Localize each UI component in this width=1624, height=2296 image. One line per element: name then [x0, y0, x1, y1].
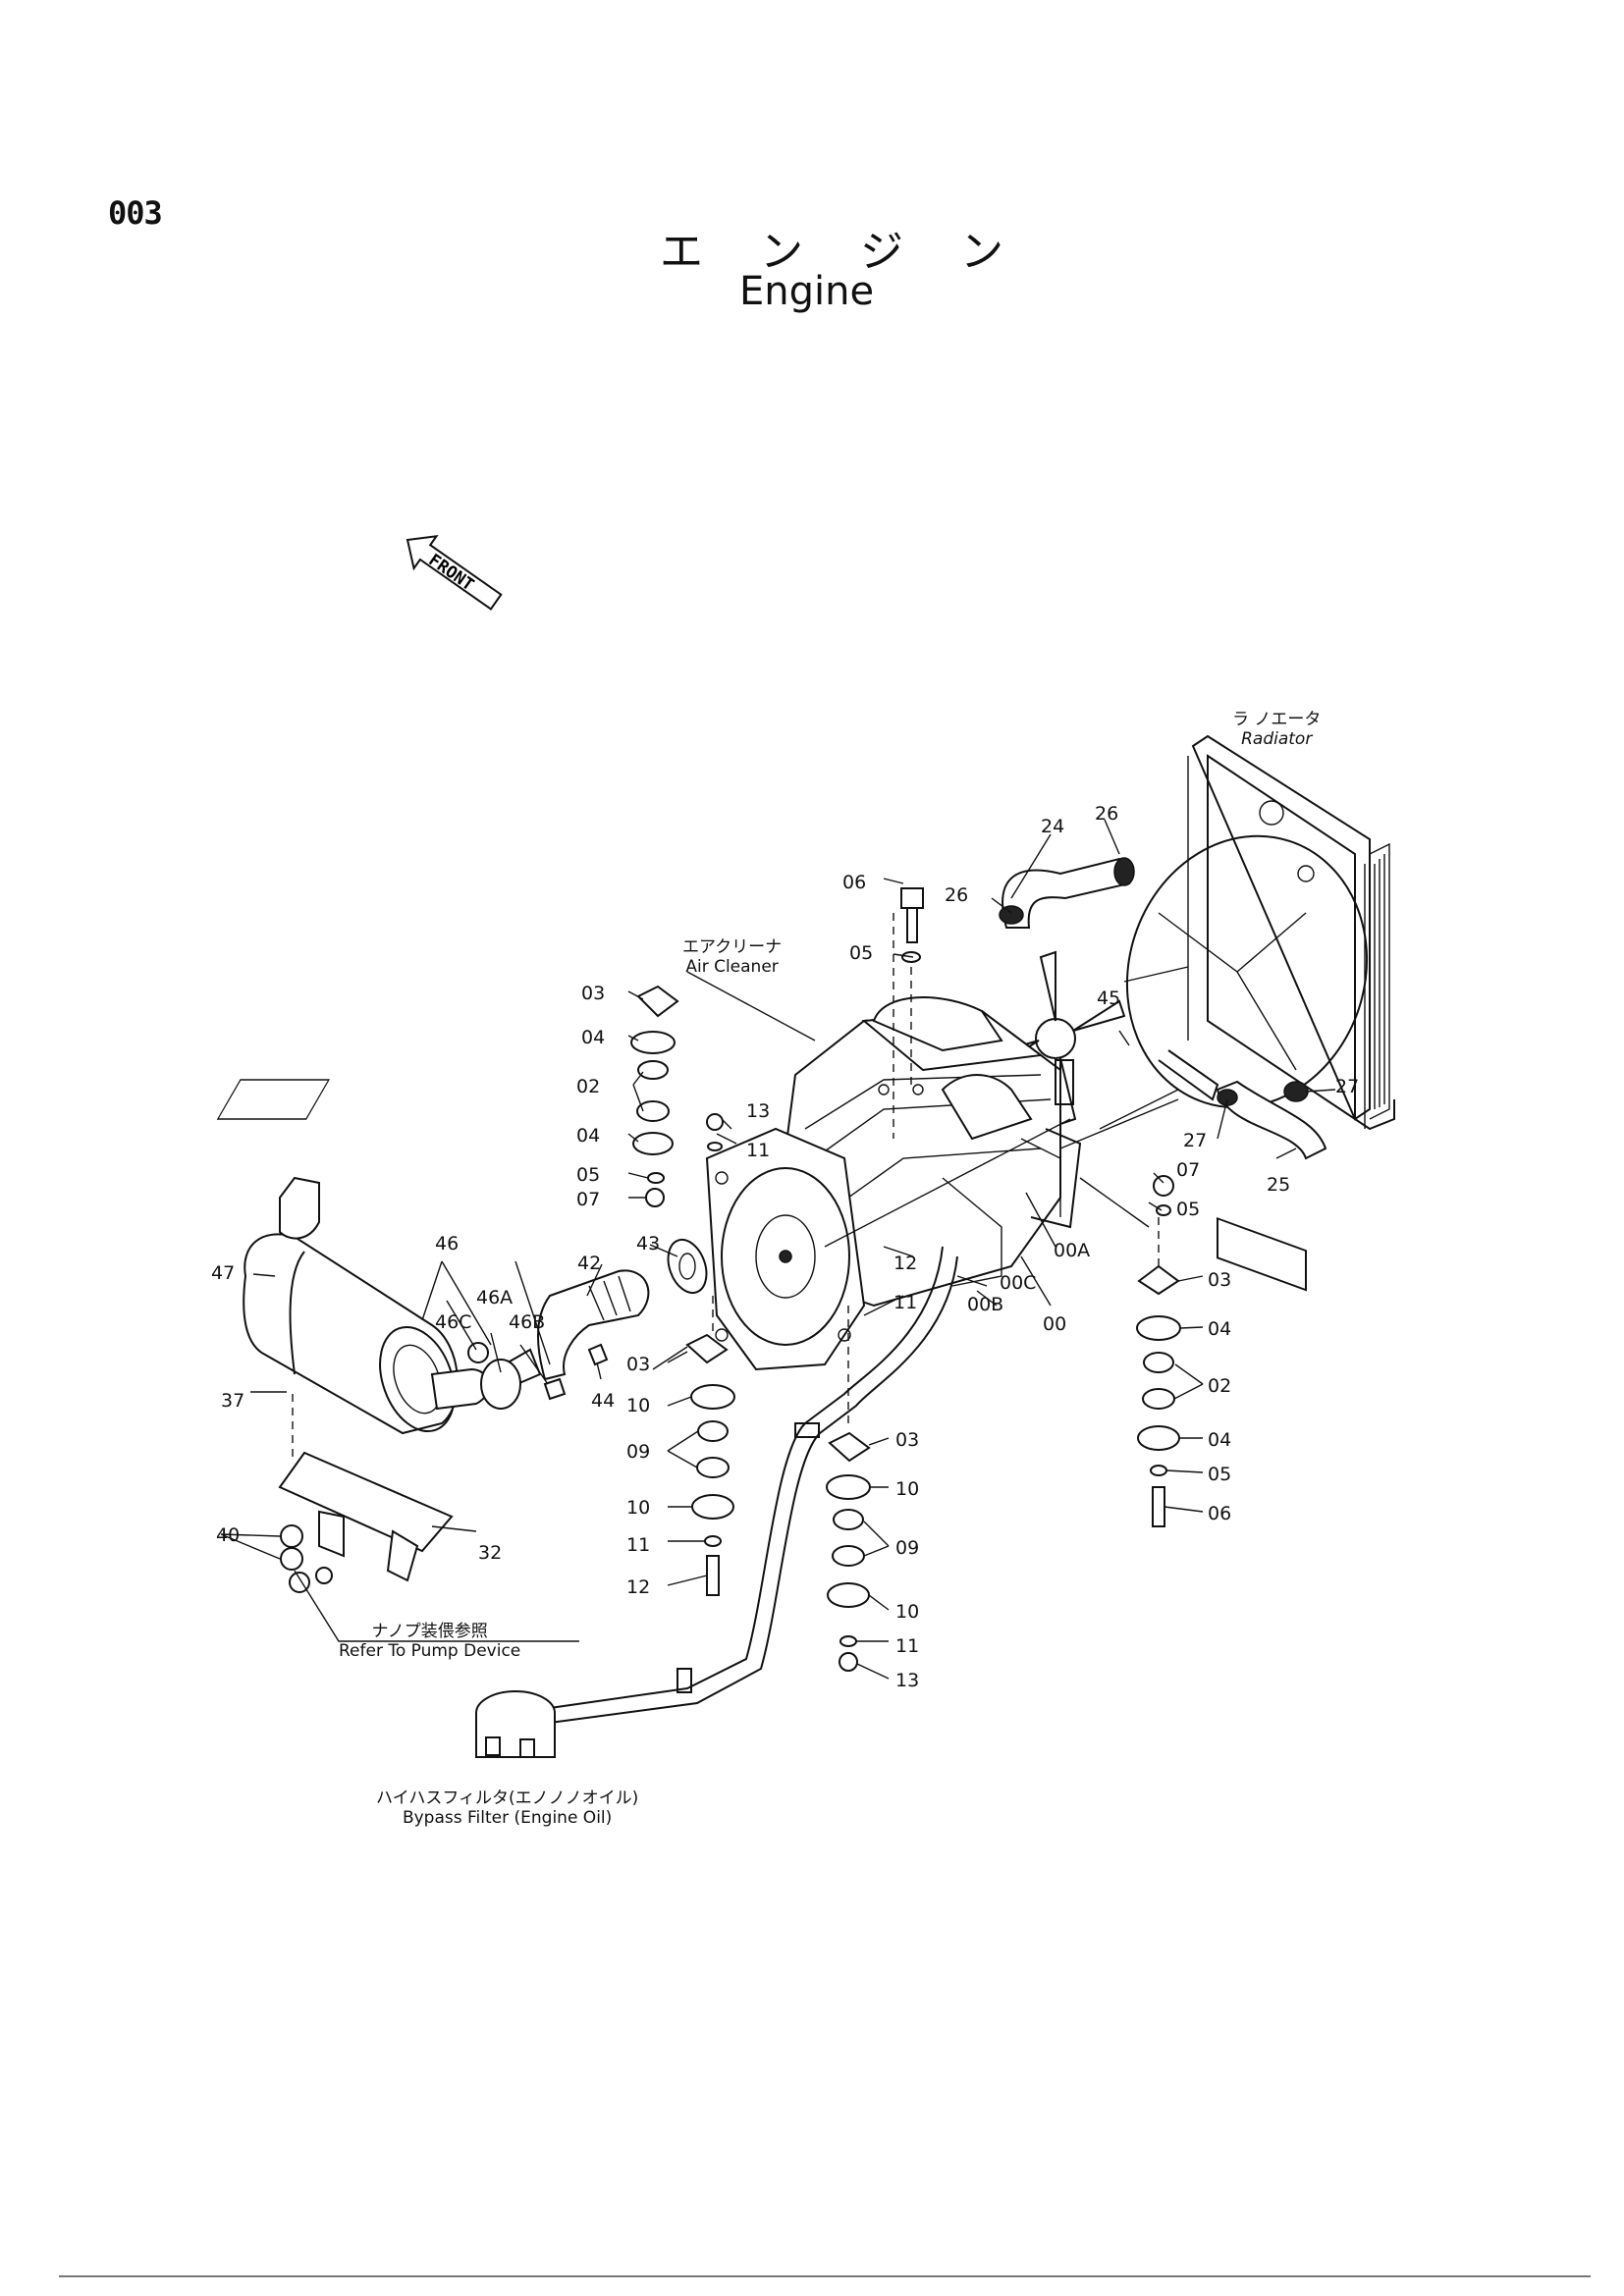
pump-ref-caption: ナノプ装偎参照 Refer To Pump Device	[339, 1622, 520, 1662]
callout-42: 42	[577, 1253, 602, 1274]
callout-04-upper-left-2: 04	[576, 1125, 601, 1147]
callout-00a: 00A	[1054, 1240, 1091, 1261]
callout-13-lower-right: 13	[895, 1670, 920, 1691]
front-label: FRONT	[425, 551, 477, 596]
flywheel-housing	[705, 1127, 866, 1371]
callout-07-upper-left: 07	[576, 1189, 601, 1210]
clamp-46	[467, 1342, 567, 1410]
callout-05-right-2: 05	[1208, 1464, 1232, 1485]
callout-27-left: 27	[1183, 1130, 1208, 1151]
callout-10-lower-left: 10	[626, 1395, 651, 1416]
title-japanese: エ ン ジ ン	[660, 227, 1025, 277]
exhaust-pipe	[537, 1238, 708, 1381]
callout-46: 46	[435, 1233, 460, 1255]
callout-09-lower-left: 09	[626, 1441, 651, 1463]
callout-13-upper: 13	[746, 1100, 771, 1122]
muffler	[243, 1176, 490, 1435]
callout-07-right: 07	[1176, 1159, 1201, 1181]
pump-ref-caption-en: Refer To Pump Device	[339, 1641, 521, 1662]
leader-lines	[220, 819, 1336, 1680]
callout-45: 45	[1097, 988, 1121, 1009]
mount-stack-lower	[685, 1296, 871, 1672]
callout-04-right-2: 04	[1208, 1429, 1232, 1451]
callout-11-upper: 11	[746, 1140, 771, 1161]
callout-46c: 46C	[435, 1311, 472, 1333]
mount-stack-left-upper	[630, 887, 924, 1207]
page-number: 003	[108, 194, 163, 232]
callout-09-lower-right: 09	[895, 1537, 920, 1559]
callout-06-top: 06	[842, 872, 867, 893]
front-arrow-icon: FRONT	[406, 534, 503, 611]
callout-25: 25	[1267, 1174, 1291, 1196]
callout-03-right: 03	[1208, 1269, 1232, 1291]
bypass-filter	[475, 1246, 958, 1758]
lower-hose	[1216, 1080, 1327, 1160]
mount-stack-right	[1136, 1175, 1181, 1527]
radiator	[1125, 734, 1395, 1292]
callout-03-upper-left: 03	[581, 983, 606, 1004]
callout-43: 43	[636, 1233, 661, 1255]
callout-02-upper-left: 02	[576, 1076, 601, 1097]
bypass-filter-caption: ハイハスフィルタ(エノノノオイル) Bypass Filter (Engine …	[376, 1789, 638, 1829]
upper-hose	[999, 857, 1135, 929]
callout-40: 40	[216, 1524, 241, 1546]
callout-37: 37	[221, 1390, 245, 1412]
callout-10-lower-left-2: 10	[626, 1497, 651, 1519]
callout-47: 47	[211, 1262, 236, 1284]
callout-46a: 46A	[476, 1287, 514, 1308]
callout-46b: 46B	[509, 1311, 546, 1333]
radiator-caption: ラ ノエータ Radiator	[1232, 710, 1321, 750]
radiator-caption-en: Radiator	[1241, 729, 1313, 750]
callout-00b: 00B	[967, 1294, 1004, 1315]
bypass-filter-caption-en: Bypass Filter (Engine Oil)	[402, 1808, 613, 1829]
callout-10-lower-right-2: 10	[895, 1601, 920, 1623]
callout-03-lower-right: 03	[895, 1429, 920, 1451]
callout-04-right: 04	[1208, 1318, 1232, 1340]
callout-11-lower-right: 11	[895, 1635, 920, 1657]
callout-24: 24	[1041, 816, 1065, 837]
callout-27-right: 27	[1335, 1076, 1360, 1097]
title-english: Engine	[739, 269, 875, 314]
air-cleaner-caption: エアクリーナ Air Cleaner	[682, 937, 782, 978]
callout-11-mid: 11	[893, 1292, 918, 1313]
callout-32: 32	[478, 1542, 503, 1564]
callout-10-lower-right: 10	[895, 1478, 920, 1500]
callout-05-upper-left: 05	[576, 1164, 601, 1186]
callout-11-lower-left: 11	[626, 1534, 651, 1556]
callout-00: 00	[1043, 1313, 1067, 1335]
radiator-caption-jp: ラ ノエータ	[1232, 710, 1322, 729]
callout-00c: 00C	[1000, 1272, 1037, 1294]
bypass-filter-caption-jp: ハイハスフィルタ(エノノノオイル)	[376, 1789, 639, 1808]
callout-12-upper: 12	[893, 1253, 918, 1274]
callout-03-lower-left: 03	[626, 1354, 651, 1375]
footer-rule	[59, 2275, 1591, 2277]
callout-12-lower-left: 12	[626, 1576, 651, 1598]
callout-05-top: 05	[849, 942, 874, 964]
callout-05-right: 05	[1176, 1199, 1201, 1220]
callout-26-right: 26	[1095, 803, 1119, 825]
pump-ref-caption-jp: ナノプ装偎参照	[371, 1622, 488, 1641]
callout-02-right: 02	[1208, 1375, 1232, 1397]
air-cleaner-caption-en: Air Cleaner	[685, 957, 779, 978]
callout-06-right: 06	[1208, 1503, 1232, 1524]
air-cleaner-caption-jp: エアクリーナ	[682, 937, 783, 957]
callout-04-upper-left: 04	[581, 1027, 606, 1048]
callout-44: 44	[591, 1390, 616, 1412]
callout-26-left: 26	[945, 884, 969, 906]
muffler-bracket	[278, 1451, 454, 1593]
